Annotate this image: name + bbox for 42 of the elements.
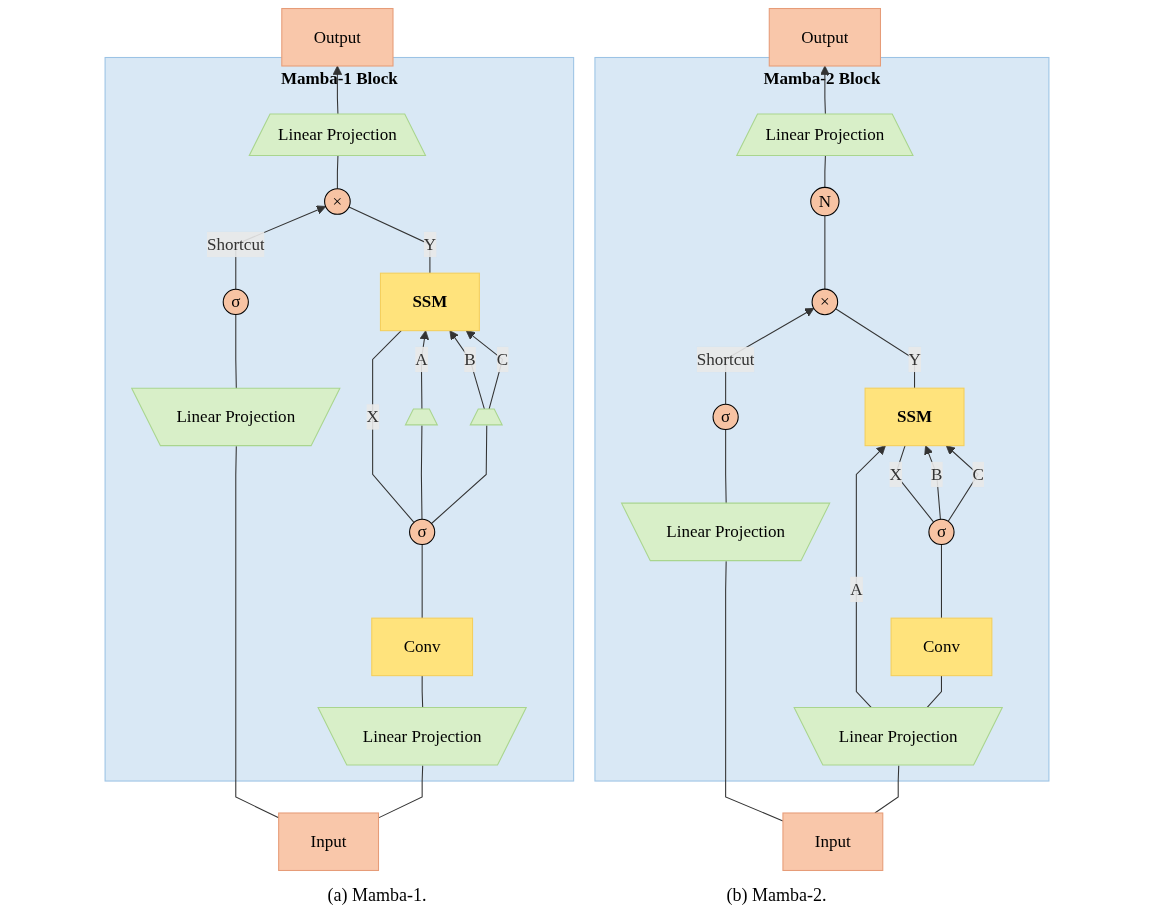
connector bbox=[874, 765, 900, 814]
figure-caption: (a) Mamba-1. bbox=[327, 885, 427, 906]
connector bbox=[940, 543, 942, 619]
edge-label: X bbox=[889, 464, 902, 483]
edge-label: Y bbox=[423, 234, 437, 253]
connector bbox=[431, 424, 488, 525]
figure-caption: (b) Mamba-2. bbox=[726, 885, 827, 906]
edge-label: Y bbox=[908, 349, 921, 368]
node-box: Output bbox=[768, 8, 881, 67]
connector bbox=[372, 330, 415, 523]
edge-label: Shortcut bbox=[206, 234, 265, 253]
node-circle: σ bbox=[928, 518, 955, 545]
node-box: SSM bbox=[379, 272, 480, 332]
node-circle: σ bbox=[712, 403, 739, 430]
node-box bbox=[469, 408, 504, 426]
node-box: Output bbox=[281, 8, 394, 67]
node-box: Conv bbox=[890, 617, 993, 677]
arrow bbox=[449, 330, 485, 410]
node-circle: × bbox=[324, 188, 351, 215]
node-circle: N bbox=[810, 186, 840, 217]
edge-label: C bbox=[972, 464, 984, 483]
node-box: Input bbox=[782, 812, 884, 871]
node-box: SSM bbox=[864, 387, 965, 447]
node-box: Input bbox=[278, 812, 380, 871]
connector bbox=[336, 155, 339, 190]
node-circle: σ bbox=[222, 288, 249, 315]
edge-label: B bbox=[931, 464, 943, 483]
node-circle: × bbox=[811, 288, 839, 316]
edge-label: X bbox=[366, 407, 379, 426]
edge-label: A bbox=[415, 349, 428, 368]
connector bbox=[420, 424, 423, 520]
connector bbox=[824, 155, 826, 188]
node-box: Conv bbox=[371, 617, 474, 677]
connector bbox=[378, 765, 424, 819]
edge-label: Shortcut bbox=[696, 349, 755, 368]
node-box bbox=[404, 408, 439, 426]
connector bbox=[824, 215, 826, 290]
connector bbox=[421, 543, 423, 619]
edge-label: C bbox=[496, 349, 509, 368]
node-circle: σ bbox=[409, 518, 436, 545]
edge-label: A bbox=[850, 579, 863, 598]
edge-label: B bbox=[464, 349, 476, 368]
